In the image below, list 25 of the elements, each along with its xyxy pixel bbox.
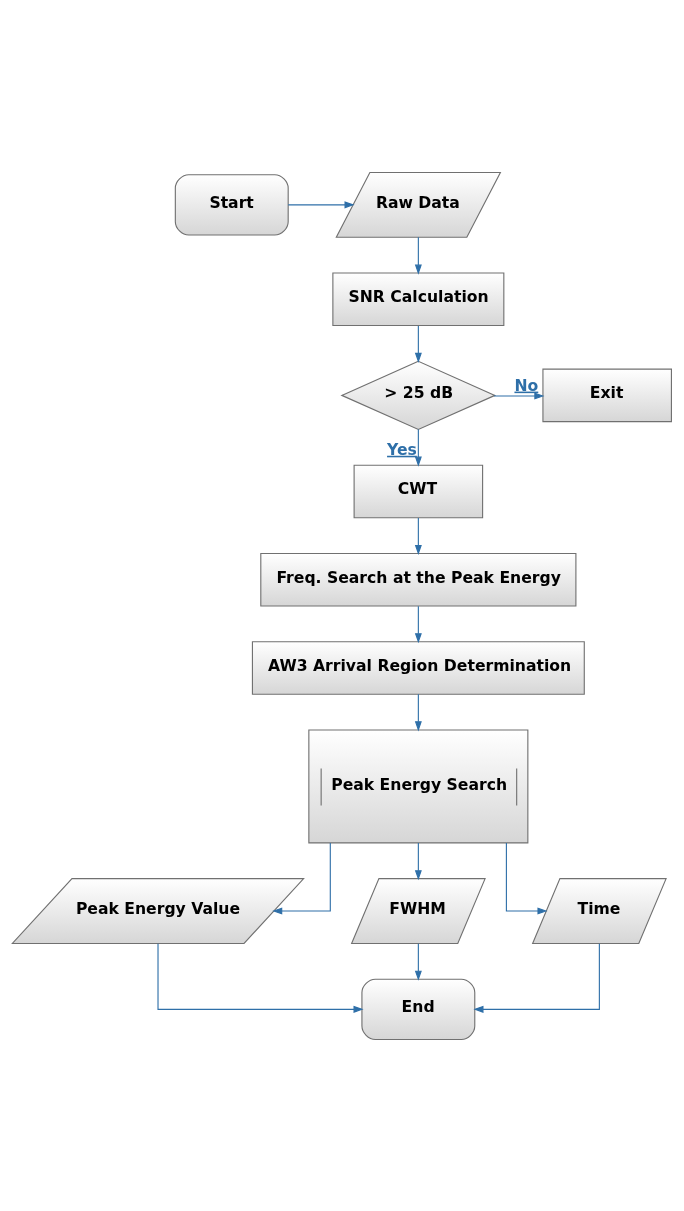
node-box: AW3 Arrival Region Determination (251, 640, 585, 695)
arrow (493, 391, 545, 399)
node-box: Peak Energy Search (308, 728, 529, 843)
arrow (414, 428, 422, 467)
edge-label: Yes (387, 439, 417, 459)
arrow (414, 605, 422, 643)
edge-label: No (514, 375, 539, 395)
arrow (287, 200, 355, 208)
arrow (414, 841, 422, 880)
arrow (414, 693, 422, 731)
node-box: CWT (353, 464, 484, 518)
arrow (414, 325, 422, 363)
node-diamond: > 25 dB (340, 360, 497, 430)
node-box: Start (174, 173, 289, 236)
node-box: SNR Calculation (332, 271, 505, 326)
arrow (157, 942, 364, 1013)
arrow (414, 236, 422, 275)
node-box: End (361, 978, 476, 1040)
node-box: Freq. Search at the Peak Energy (260, 552, 577, 607)
arrow (473, 942, 600, 1013)
arrow (414, 516, 422, 555)
arrow (414, 942, 422, 981)
arrow (505, 841, 548, 915)
node-box: Exit (542, 368, 672, 422)
arrow (272, 841, 331, 915)
